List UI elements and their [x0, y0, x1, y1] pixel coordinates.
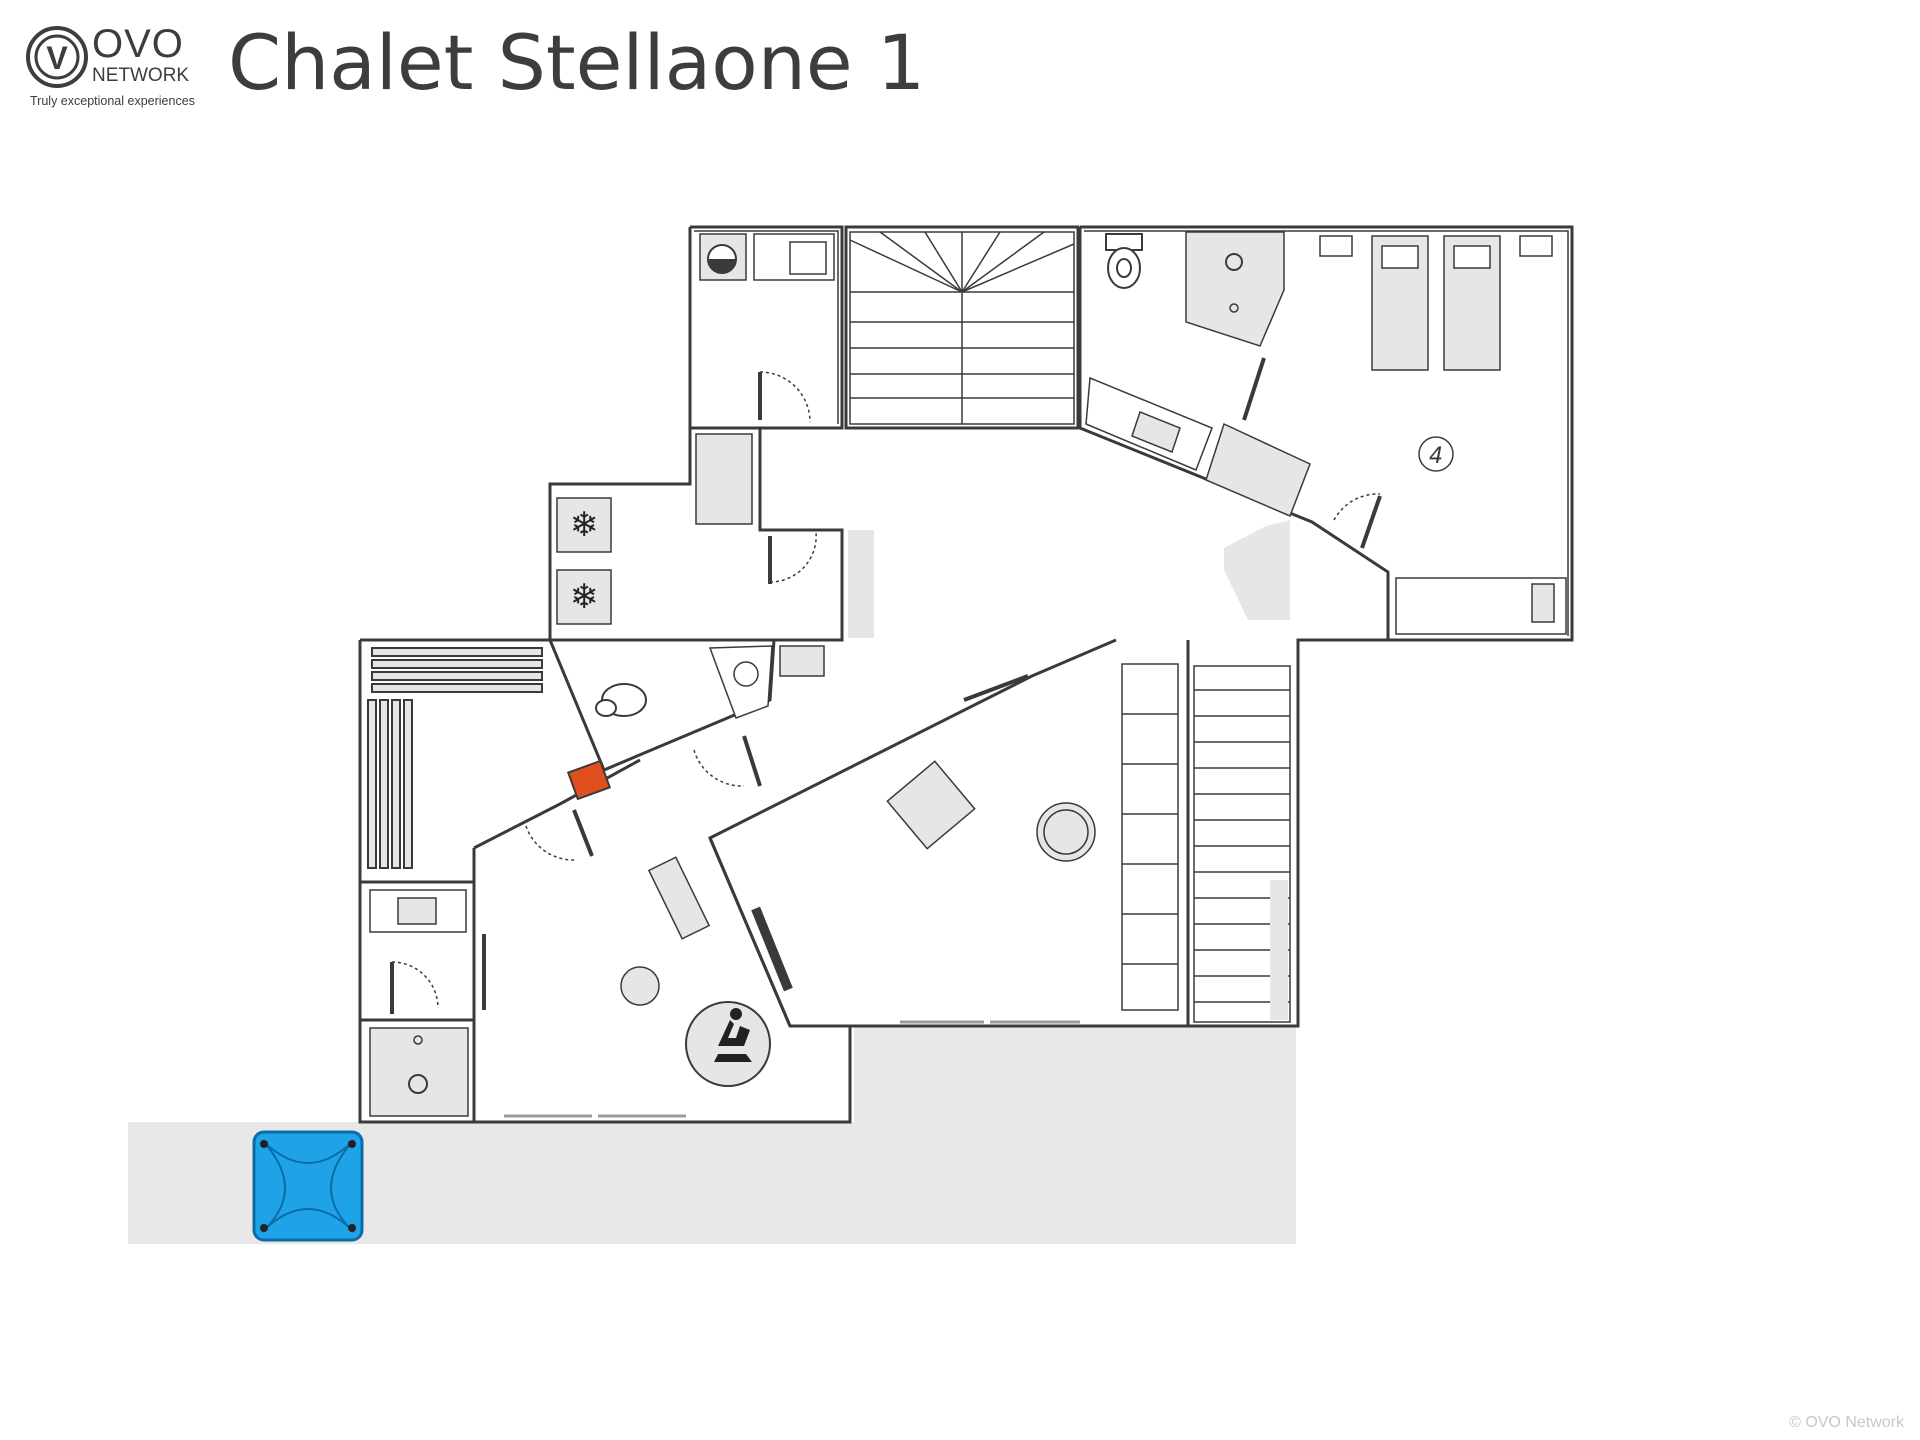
fireplace-icon	[566, 759, 612, 801]
bedroom-bench	[1205, 422, 1311, 517]
bath-wall	[360, 638, 842, 772]
living-furniture	[620, 760, 1096, 1006]
coffee-table	[886, 760, 976, 850]
sink-icon	[1085, 376, 1213, 471]
sink-icon	[708, 645, 773, 719]
logo-tagline: Truly exceptional experiences	[30, 94, 195, 108]
door-leaves	[390, 357, 1382, 1014]
wall-details	[694, 230, 1569, 636]
corner-cabinet	[779, 645, 825, 677]
side-table	[620, 966, 660, 1006]
shower-icon	[369, 1027, 469, 1117]
round-table	[1036, 802, 1096, 862]
ovo-network-logo: V	[24, 22, 196, 114]
sink-icon	[753, 233, 835, 281]
hall-cupboard	[848, 530, 874, 638]
logo-mark: V	[46, 40, 68, 76]
shower-icon	[1185, 231, 1285, 347]
toilet-icon	[1105, 233, 1143, 289]
header: V OVO NETWORK Truly exceptional experien…	[0, 0, 1920, 130]
page-title: Chalet Stellaone 1	[228, 18, 926, 107]
freezer-room-wall	[548, 428, 844, 642]
svg-text:❄: ❄	[570, 505, 599, 545]
staircase-lower	[1193, 665, 1291, 1023]
exercise-bike-icon	[685, 1001, 771, 1087]
terrace-area-upper	[854, 1026, 1296, 1122]
tv	[751, 906, 793, 992]
room-number: 4	[1429, 444, 1443, 469]
copyright-text: © OVO Network	[1789, 1414, 1904, 1431]
sideboard-cells	[1122, 713, 1178, 965]
bedroom-wardrobe	[1224, 520, 1290, 620]
stair-landing	[1270, 880, 1288, 1020]
ovo-logo-icon: V	[26, 26, 88, 88]
room-number-badge: 4	[1418, 436, 1454, 472]
sink-icon	[369, 889, 467, 933]
stair-upper-wall	[844, 225, 1080, 430]
sideboard	[1121, 663, 1179, 1011]
glazing	[504, 1020, 1080, 1118]
staircase-upper	[849, 231, 1075, 425]
toilet-icon	[595, 683, 647, 717]
fixtures	[695, 422, 1311, 1020]
jacuzzi-icon	[252, 1130, 364, 1242]
utility-cupboard	[695, 433, 753, 525]
freezer-icon: ❄ ❄	[556, 497, 612, 625]
logo-name: OVO	[92, 22, 184, 66]
logo-network: NETWORK	[92, 65, 190, 86]
svg-text:❄: ❄	[570, 577, 599, 617]
bench	[647, 856, 711, 940]
bed-icon	[1319, 235, 1567, 635]
utility-wall	[688, 225, 844, 430]
gym-inner-wall	[473, 758, 641, 850]
sauna-benches	[367, 647, 543, 869]
washing-machine-icon	[699, 233, 747, 281]
tv-wall	[708, 837, 792, 1027]
door-swings	[391, 371, 1381, 1009]
stair-lower-wall	[1186, 638, 1388, 1028]
